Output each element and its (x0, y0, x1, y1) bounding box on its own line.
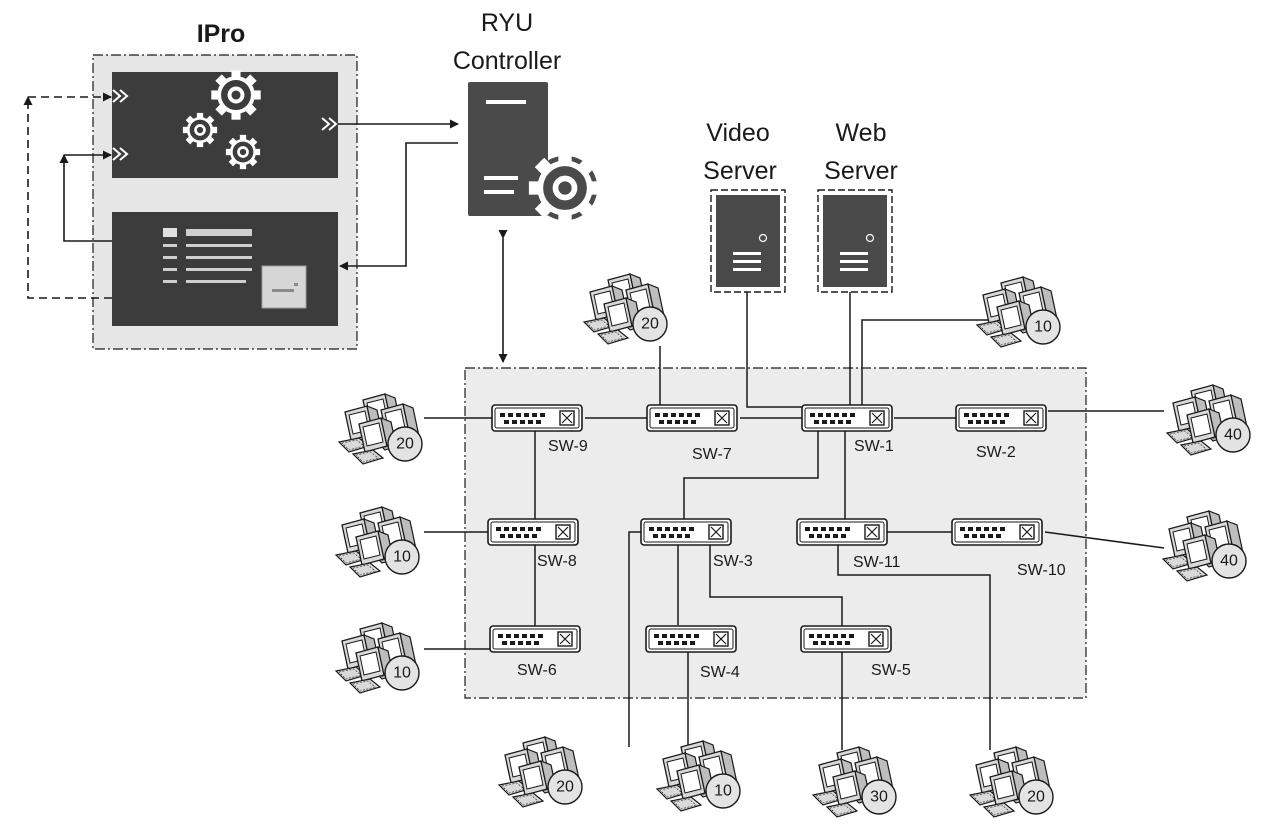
host-group-sw10[interactable]: 40 (1163, 511, 1246, 581)
ipro-controller-links (338, 119, 459, 271)
switch-label: SW-7 (692, 446, 732, 463)
controller-label-line2: Controller (453, 47, 561, 75)
host-count-badge: 10 (1034, 319, 1052, 336)
switch-label: SW-3 (713, 553, 753, 570)
video-server-label-line2: Server (703, 157, 777, 185)
host-group-sw4[interactable]: 10 (657, 741, 740, 811)
switch-sw-11[interactable]: SW-11 (796, 518, 901, 571)
feedback-loop-dashed (23, 92, 112, 299)
host-group-sw9[interactable]: 20 (339, 394, 422, 464)
host-group-sw7[interactable]: 20 (584, 274, 667, 344)
host-count-badge: 20 (641, 316, 659, 333)
switch-sw-9[interactable]: SW-9 (491, 404, 588, 455)
network-links (424, 292, 1165, 750)
video-server-icon (710, 189, 786, 293)
host-group-sw8[interactable]: 10 (336, 507, 419, 577)
switch-label: SW-9 (548, 438, 588, 455)
switch-sw-2[interactable]: SW-2 (955, 404, 1047, 461)
switch-sw-1[interactable]: SW-1 (801, 404, 894, 455)
document-icon (163, 228, 307, 309)
switch-label: SW-6 (517, 662, 557, 679)
web-server-icon (817, 189, 893, 293)
switch-label: SW-10 (1017, 562, 1066, 579)
ipro-title: IPro (197, 20, 246, 48)
host-group-sw5[interactable]: 30 (813, 747, 896, 817)
switch-sw-8[interactable]: SW-8 (487, 518, 579, 570)
host-count-badge: 20 (396, 436, 414, 453)
web-server-label-line1: Web (836, 119, 887, 147)
host-group-sw1[interactable]: 10 (977, 277, 1060, 347)
feedback-loop-solid (59, 150, 112, 242)
switch-sw-10[interactable]: SW-10 (951, 518, 1066, 579)
switch-sw-6[interactable]: SW-6 (489, 625, 581, 679)
switch-label: SW-5 (871, 662, 911, 679)
host-count-badge: 10 (714, 783, 732, 800)
host-group-sw6[interactable]: 10 (336, 623, 419, 693)
host-count-badge: 20 (1027, 789, 1045, 806)
host-count-badge: 30 (870, 789, 888, 806)
server-gear-icon (468, 82, 601, 224)
video-server-label-line1: Video (706, 119, 770, 147)
switch-label: SW-2 (976, 444, 1016, 461)
output-chevron-icon (321, 117, 338, 131)
host-count-badge: 40 (1224, 427, 1242, 444)
switch-label: SW-11 (853, 554, 901, 571)
controller-label-line1: RYU (481, 9, 533, 37)
host-count-badge: 10 (393, 665, 411, 682)
host-group-sw11[interactable]: 20 (970, 747, 1053, 817)
host-count-badge: 10 (393, 549, 411, 566)
switch-sw-7[interactable]: SW-7 (646, 404, 738, 463)
switch-sw-3[interactable]: SW-3 (640, 518, 753, 570)
web-server-label-line2: Server (824, 157, 898, 185)
switch-sw-4[interactable]: SW-4 (645, 625, 740, 681)
switch-label: SW-8 (537, 553, 577, 570)
switch-sw-5[interactable]: SW-5 (800, 625, 911, 679)
input-chevron-icon (112, 89, 129, 161)
host-count-badge: 20 (556, 779, 574, 796)
host-group-sw2[interactable]: 40 (1167, 385, 1250, 455)
switch-label: SW-1 (854, 438, 894, 455)
host-count-badge: 40 (1220, 553, 1238, 570)
switch-label: SW-4 (700, 664, 740, 681)
host-group-sw3[interactable]: 20 (499, 737, 582, 807)
analytics-panel (112, 72, 338, 178)
